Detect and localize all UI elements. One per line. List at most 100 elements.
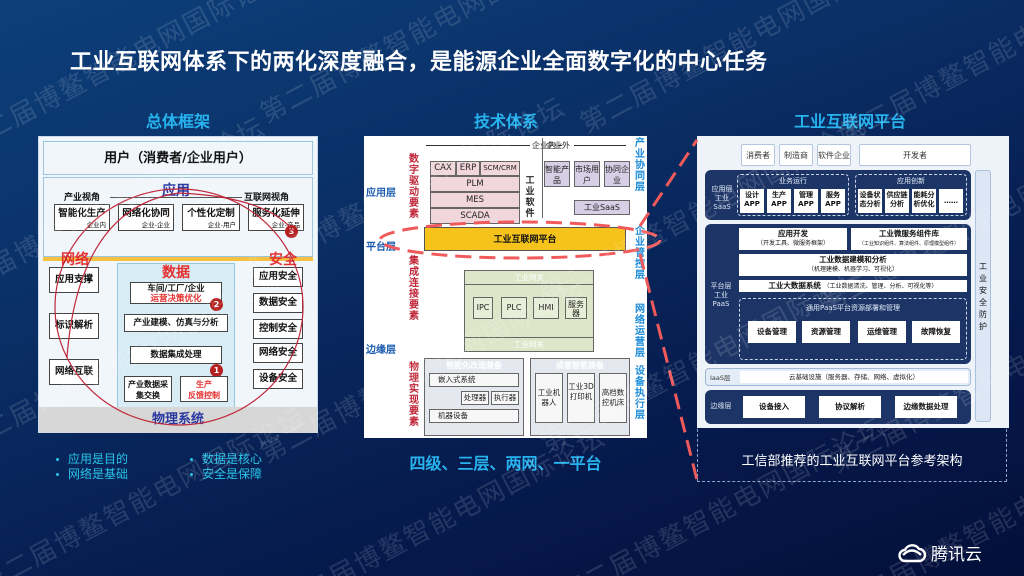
edge-item: 设备接入 — [743, 396, 805, 418]
cycle-arrows — [54, 188, 304, 426]
bullet-item: 应用是目的 — [54, 452, 128, 467]
industry-view: 产业视角 — [64, 193, 101, 203]
cloud-icon — [898, 543, 927, 562]
app-innovation-zone: 应用创新 设备状态分析 供应链分析 能耗分析优化 …… — [855, 174, 967, 216]
bigdata-bar: 工业大数据系统 （工业数据清洗、管理、分析、可视化等） — [739, 280, 967, 292]
iaas-content: 云基础设施（服务器、存储、网络、虚拟化） — [740, 371, 968, 383]
tencent-cloud-logo: 腾讯云 — [897, 540, 982, 565]
micro-lib-bar: 工业微服务组件库（工业知识组件、算法组件、原理模型组件） — [851, 228, 967, 250]
general-paas-zone: 通用PaaS平台资源部署和管理 设备管理 资源管理 运维管理 故障恢复 — [739, 298, 967, 360]
device-box: IPC — [473, 297, 493, 319]
view-arrow — [110, 197, 242, 198]
security-column: 工业安全防护 — [975, 170, 991, 422]
badge-2: 2 — [210, 298, 223, 311]
edge-label: 边缘层 — [710, 402, 732, 410]
iaas-layer: IaaS层 云基础设施（服务器、存储、网络、虚拟化） — [705, 368, 971, 386]
security-item: 应用安全 — [253, 267, 303, 287]
machine-box: 机器设备 — [429, 409, 519, 423]
right-vertical-label: 企业管控层 — [635, 226, 645, 281]
data-item-collect: 产业数据采集交换 — [124, 376, 172, 402]
software-cax: CAX — [430, 161, 456, 176]
data-item-workshop: 车间/工厂/企业运营决策优化 — [130, 282, 222, 304]
enterprise-in: 企业内 — [532, 141, 556, 150]
data-title: 数据 — [162, 265, 190, 281]
iaas-label: IaaS层 — [710, 374, 731, 382]
enterprise-out: 企业外 — [546, 141, 570, 150]
security-title: 安全 — [269, 252, 297, 268]
tech-footer: 四级、三层、两网、一平台 — [409, 454, 602, 473]
layer-label: 平台层 — [366, 242, 396, 253]
right-vertical-label: 设备执行层 — [635, 366, 645, 421]
gateway-bottom: 工业网关 — [465, 337, 593, 351]
external-box: 协同企业 — [604, 161, 630, 187]
software-scm: SCM/CRM — [480, 161, 520, 176]
security-item: 控制安全 — [253, 319, 303, 339]
top-user: 开发者 — [859, 144, 971, 166]
app-tile: 服务APP — [821, 189, 845, 213]
app-box: 智能化生产企业内 — [54, 204, 110, 231]
divider-bar — [43, 257, 313, 261]
tech-system-diagram: 企业内 企业外 应用层 平台层 边缘层 数字驱动要素 集成连接要素 物理实现要素… — [364, 136, 647, 438]
badge-1: 1 — [210, 364, 223, 377]
application-zone: 应用 产业视角 互联网视角 智能化生产企业内 网络化协同企业-企业 个性化定制企… — [43, 177, 313, 257]
page-title: 工业互联网体系下的两化深度融合，是能源企业全面数字化的中心任务 — [70, 50, 768, 75]
security-item: 数据安全 — [253, 293, 303, 313]
app-tile: …… — [939, 189, 963, 213]
top-user: 制造商 — [779, 144, 813, 166]
badge-3: 3 — [285, 225, 298, 238]
paas-layer: 平台层 工业PaaS 应用开发（开发工具、微服务框架） 工业微服务组件库（工业知… — [705, 224, 971, 364]
industrial-software-label: 工业软件 — [525, 176, 535, 219]
general-item: 设备管理 — [748, 321, 796, 343]
business-ops-zone: 业务运行 设计APP 生产APP 管理APP 服务APP — [737, 174, 849, 216]
network-item: 应用支撑 — [49, 267, 99, 293]
app-box: 网络化协同企业-企业 — [118, 204, 174, 231]
platform-reference-diagram: 消费者 制造商 软件企业 开发者 应用层 工业SaaS 业务运行 设计APP 生… — [697, 136, 1009, 428]
processor-box: 处理器 — [461, 391, 489, 405]
smart-retrofit-zone: 智能化改造装备 嵌入式系统 处理器 执行器 机器设备 — [424, 358, 524, 436]
software-plm: PLM — [430, 176, 520, 192]
edge-layer: 边缘层 设备接入 协议解析 边缘数据处理 — [705, 390, 971, 424]
software-scada: SCADA — [430, 208, 520, 224]
app-dev-bar: 应用开发（开发工具、微服务框架） — [739, 228, 847, 250]
platform-caption: 工信部推荐的工业互联网平台参考架构 — [741, 454, 963, 469]
app-tile: 能耗分析优化 — [912, 189, 936, 213]
software-mes: MES — [430, 192, 520, 208]
overall-bullets-left: 应用是目的 网络是基础 — [54, 452, 128, 482]
physical-system: 物理系统 — [39, 407, 317, 433]
section-title-tech: 技术体系 — [473, 112, 538, 131]
equip-box: 工业3D打印机 — [567, 373, 595, 423]
smart-equip-title: 成套智能装备 — [556, 361, 604, 370]
left-vertical-label: 数字驱动要素 — [409, 154, 419, 220]
app-tile: 生产APP — [767, 189, 791, 213]
overall-bullets-right: 数据是核心 安全是保障 — [188, 452, 262, 482]
equip-box: 高档数控机床 — [599, 373, 627, 423]
network-item: 标识解析 — [49, 313, 99, 339]
platform-box: 工业互联网平台 — [424, 227, 626, 251]
modeling-bar: 工业数据建模和分析（机理建模、机器学习、可视化） — [739, 254, 967, 276]
external-box: 市场用户 — [574, 161, 600, 187]
general-item: 运维管理 — [858, 321, 906, 343]
top-user: 消费者 — [741, 144, 775, 166]
overall-framework-diagram: 用户（消费者/企业用户） 应用 产业视角 互联网视角 智能化生产企业内 网络化协… — [38, 136, 318, 433]
internet-view: 互联网视角 — [244, 193, 290, 203]
software-erp: ERP — [456, 161, 480, 176]
device-box: PLC — [501, 297, 527, 319]
equip-box: 工业机器人 — [535, 373, 563, 423]
saas-box: 工业SaaS — [574, 200, 630, 215]
edge-item: 协议解析 — [819, 396, 881, 418]
data-item-integration: 数据集成处理 — [130, 346, 222, 364]
embedded-box: 嵌入式系统 — [429, 373, 519, 387]
general-item: 资源管理 — [802, 321, 850, 343]
data-item-modeling: 产业建模、仿真与分析 — [124, 314, 228, 332]
app-tile: 设计APP — [740, 189, 764, 213]
bullet-item: 网络是基础 — [54, 467, 128, 482]
bullet-item: 安全是保障 — [188, 467, 262, 482]
data-zone: 数据 车间/工厂/企业运营决策优化 2 产业建模、仿真与分析 数据集成处理 1 … — [117, 263, 235, 423]
bullet-item: 数据是核心 — [188, 452, 262, 467]
smart-equip-zone: 成套智能装备 工业机器人 工业3D打印机 高档数控机床 — [530, 358, 630, 436]
actuator-box: 执行器 — [491, 391, 519, 405]
data-item-feedback: 生产反馈控制 — [180, 376, 228, 402]
network-item: 网络互联 — [49, 359, 99, 385]
paas-label: 平台层 工业PaaS — [710, 282, 732, 308]
gateway-top: 工业网关 — [465, 271, 593, 285]
